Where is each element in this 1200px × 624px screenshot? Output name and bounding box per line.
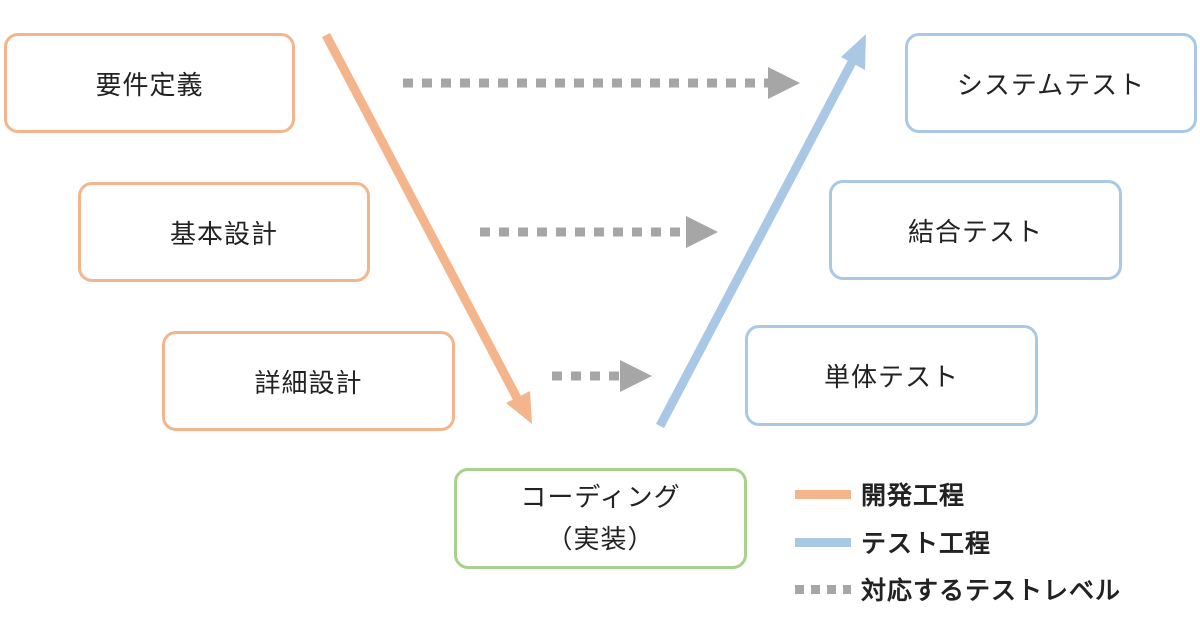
phase-label: 要件定義 — [95, 70, 204, 101]
legend-label: 開発工程 — [861, 481, 966, 510]
coding-label-line2: （実装） — [546, 524, 655, 555]
legend-swatch-dotted-gray — [795, 584, 851, 594]
testing-flow-arrow-shaft — [656, 59, 856, 429]
testing-flow-arrowhead — [841, 34, 866, 70]
legend-item-development: 開発工程 — [795, 474, 965, 514]
legend-label: 対応するテストレベル — [861, 576, 1122, 605]
legend-item-correspondence: 対応するテストレベル — [795, 569, 1121, 609]
phase-detailed-design: 詳細設計 — [162, 331, 455, 431]
legend-swatch-solid-blue — [795, 537, 851, 547]
phase-integration-test: 結合テスト — [829, 180, 1122, 280]
phase-coding: コーディング （実装） — [454, 468, 747, 569]
correspondence-arrowhead-integration — [686, 216, 718, 248]
phase-requirements-definition: 要件定義 — [4, 33, 295, 133]
phase-label: 結合テスト — [907, 217, 1043, 248]
development-flow-arrow-shaft — [322, 32, 521, 401]
phase-unit-test: 単体テスト — [745, 325, 1038, 426]
correspondence-arrowhead-unit — [620, 360, 652, 392]
coding-label-line1: コーディング — [520, 482, 681, 513]
phase-label: 基本設計 — [169, 219, 278, 250]
legend-item-testing: テスト工程 — [795, 522, 991, 562]
phase-label: 詳細設計 — [254, 368, 363, 399]
phase-system-test: システムテスト — [905, 33, 1197, 133]
phase-basic-design: 基本設計 — [78, 182, 370, 282]
legend-swatch-solid-orange — [795, 489, 851, 499]
phase-label: 単体テスト — [823, 363, 959, 393]
legend-label: テスト工程 — [861, 529, 992, 558]
phase-label: システムテスト — [956, 70, 1146, 101]
correspondence-arrowhead-system — [768, 67, 800, 99]
development-flow-arrowhead — [506, 391, 532, 424]
